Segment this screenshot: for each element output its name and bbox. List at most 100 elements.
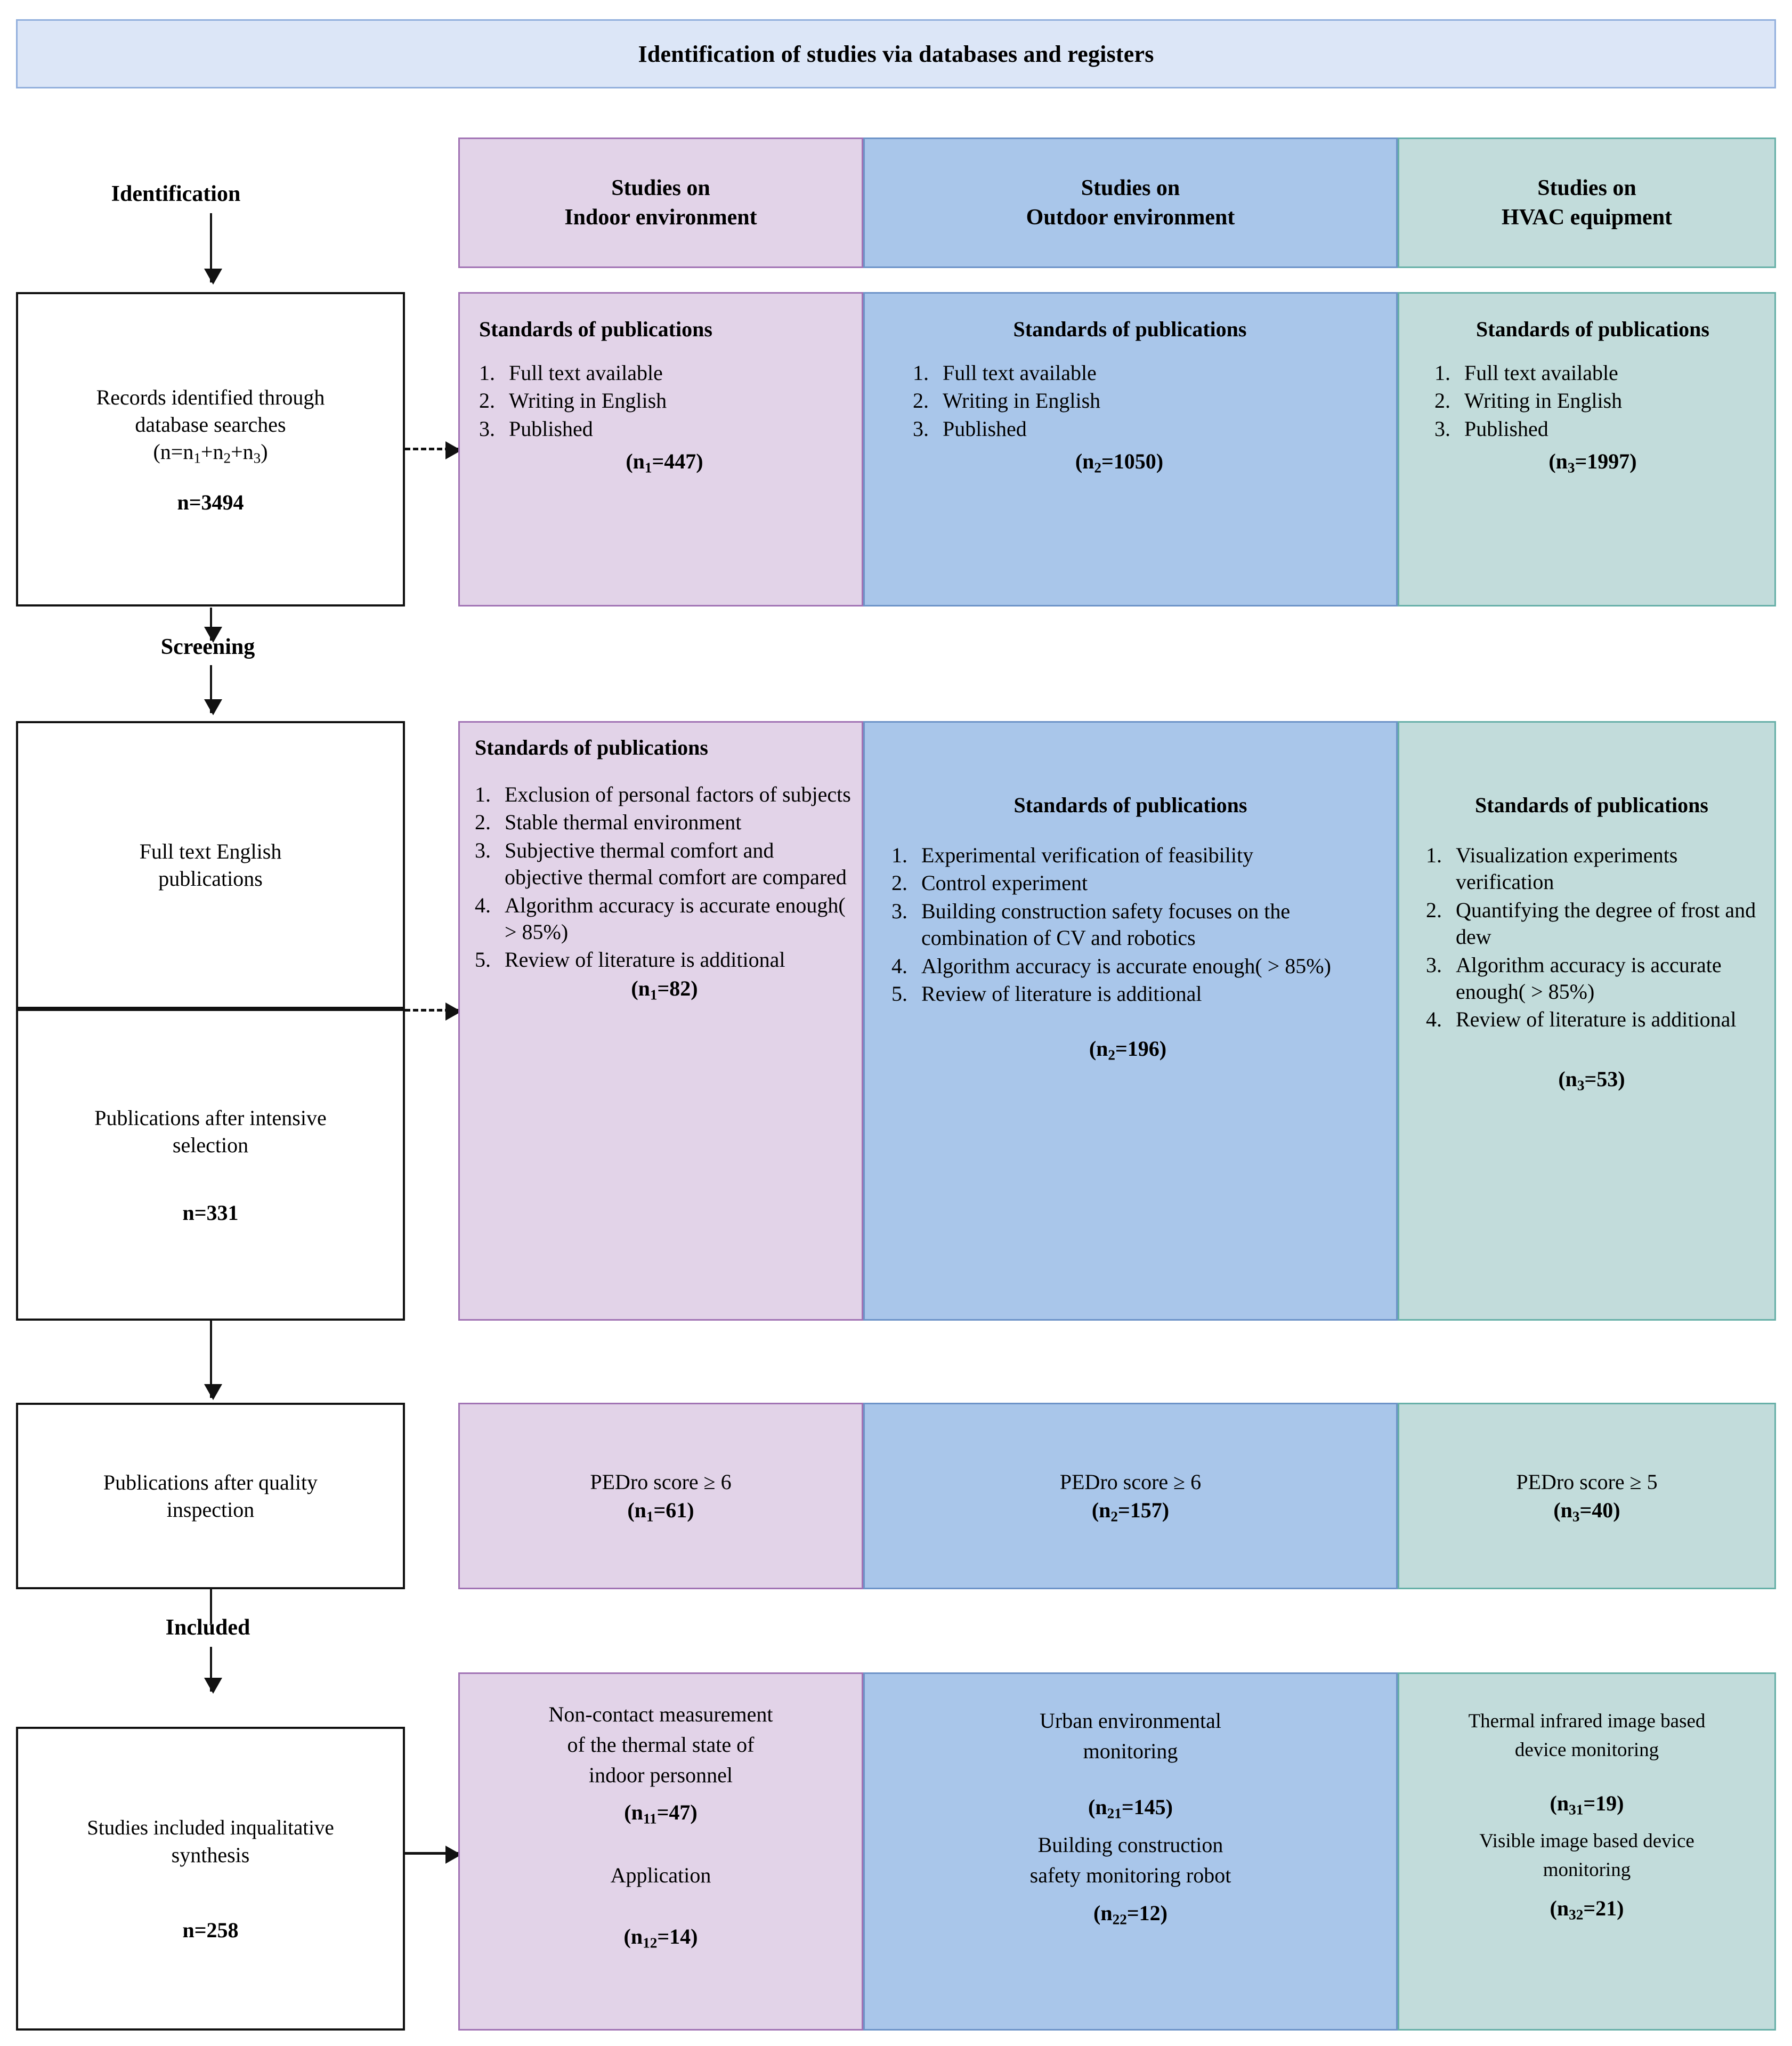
list-item: 1.Full text available [1434, 361, 1618, 385]
row4-outdoor-total1: (n21=145) [1088, 1794, 1173, 1822]
box-synthesis-line2: synthesis [171, 1842, 250, 1867]
row4-hvac-total1: (n31=19) [1550, 1791, 1624, 1818]
panel-row3-outdoor: PEDro score ≥ 6 (n2=157) [863, 1403, 1398, 1589]
list-item: 1.Full text available [479, 361, 663, 385]
row3-indoor-score: PEDro score ≥ 6 [590, 1469, 732, 1494]
box-records-formula: (n=n1+n2+n3) [153, 439, 268, 466]
panel-row1-indoor: Standards of publications 1.Full text av… [458, 292, 863, 606]
row2-outdoor-list: 1.Experimental verification of feasibili… [891, 842, 1391, 1008]
box-full-text-english: Full text English publications [16, 721, 405, 1009]
panel-row4-outdoor: Urban environmental monitoring (n21=145)… [863, 1672, 1398, 2031]
panel-row3-indoor: PEDro score ≥ 6 (n1=61) [458, 1403, 863, 1589]
column-header-indoor-line2: Indoor environment [564, 205, 757, 230]
row1-indoor-list: 1.Full text available 2.Writing in Engli… [479, 360, 850, 443]
list-item: 5.Review of literature is additional [891, 981, 1202, 1006]
list-item: 1.Exclusion of personal factors of subje… [475, 782, 851, 806]
box-synthesis-total: n=258 [182, 1918, 239, 1943]
arrow-screening-stub [204, 608, 222, 643]
row1-hvac-list: 1.Full text available 2.Writing in Engli… [1418, 360, 1767, 443]
list-item: 5.Review of literature is additional [475, 948, 785, 972]
stage-label-included: Included [165, 1615, 250, 1640]
panel-row2-indoor: Standards of publications 1.Exclusion of… [458, 721, 863, 1321]
box-fulltext-line1: Full text English [139, 839, 282, 863]
box-intensive-line1: Publications after intensive [94, 1105, 327, 1130]
stage-label-identification: Identification [111, 182, 241, 206]
row1-indoor-title: Standards of publications [479, 317, 712, 341]
list-item: 3.Building construction safety focuses o… [891, 899, 1291, 950]
row4-indoor-total2: (n12=14) [623, 1924, 698, 1951]
arrow-screening-to-row2 [405, 1002, 461, 1021]
row3-outdoor-score: PEDro score ≥ 6 [1059, 1469, 1202, 1494]
row3-outdoor-total: (n2=157) [1091, 1498, 1170, 1525]
row2-indoor-list: 1.Exclusion of personal factors of subje… [475, 781, 854, 975]
list-item: 2.Writing in English [479, 389, 667, 413]
box-quality-line2: inspection [166, 1498, 255, 1522]
list-item: 3.Subjective thermal comfort and objecti… [475, 838, 847, 889]
arrow-to-quality [204, 1321, 222, 1400]
list-item: 1.Full text available [913, 361, 1097, 385]
row1-outdoor-list: 1.Full text available 2.Writing in Engli… [913, 360, 1384, 443]
list-item: 4.Review of literature is additional [1426, 1007, 1737, 1032]
list-item: 2.Stable thermal environment [475, 810, 742, 835]
column-header-indoor-line1: Studies on [611, 175, 710, 200]
arrow-identification-down [204, 213, 222, 285]
panel-row4-hvac: Thermal infrared image based device moni… [1398, 1672, 1776, 2031]
row4-outdoor-text2: Building construction safety monitoring … [1029, 1833, 1231, 1887]
list-item: 2.Writing in English [1434, 389, 1623, 413]
box-fulltext-line2: publications [158, 867, 263, 891]
list-item: 4.Algorithm accuracy is accurate enough(… [891, 953, 1331, 978]
column-header-indoor: Studies on Indoor environment [458, 138, 863, 268]
box-intensive-line2: selection [172, 1133, 249, 1157]
panel-row4-indoor: Non-contact measurement of the thermal s… [458, 1672, 863, 2031]
box-records-identified: Records identified through database sear… [16, 292, 405, 606]
panel-row3-hvac: PEDro score ≥ 5 (n3=40) [1398, 1403, 1776, 1589]
row4-indoor-text1: Non-contact measurement of the thermal s… [548, 1702, 773, 1787]
row2-indoor-total: (n1=82) [631, 976, 698, 1003]
row1-hvac-total: (n3=1997) [1548, 449, 1637, 476]
column-header-outdoor-line2: Outdoor environment [1026, 205, 1235, 230]
banner-title: Identification of studies via databases … [638, 41, 1154, 67]
panel-row1-outdoor: Standards of publications 1.Full text av… [863, 292, 1398, 606]
row4-hvac-total2: (n32=21) [1550, 1896, 1624, 1923]
row2-outdoor-total: (n2=196) [1089, 1037, 1167, 1063]
box-quality-line1: Publications after quality [103, 1470, 318, 1494]
row2-hvac-list: 1.Visualization experiments verification… [1412, 842, 1771, 1034]
column-header-hvac: Studies on HVAC equipment [1398, 138, 1776, 268]
box-intensive-total: n=331 [182, 1201, 239, 1225]
row4-indoor-text2: Application [610, 1863, 711, 1887]
panel-row2-outdoor: Standards of publications 1.Experimental… [863, 721, 1398, 1321]
arrow-included-stub [210, 1589, 212, 1624]
arrow-included-down [204, 1647, 222, 1694]
list-item: 1.Experimental verification of feasibili… [891, 843, 1254, 867]
list-item: 1.Visualization experiments verification [1426, 843, 1678, 894]
column-header-hvac-line1: Studies on [1537, 175, 1636, 200]
diagram-banner: Identification of studies via databases … [16, 19, 1776, 88]
arrow-records-to-row1 [405, 441, 461, 459]
list-item: 2.Quantifying the degree of frost and de… [1426, 897, 1756, 949]
panel-row1-hvac: Standards of publications 1.Full text av… [1398, 292, 1776, 606]
row4-hvac-text2: Visible image based device monitoring [1479, 1830, 1694, 1881]
list-item: 2.Control experiment [891, 871, 1088, 895]
box-synthesis-line1: Studies included inqualitative [87, 1816, 334, 1839]
row2-hvac-total: (n3=53) [1558, 1066, 1625, 1094]
list-item: 2.Writing in English [913, 389, 1101, 413]
row3-indoor-total: (n1=61) [627, 1498, 694, 1525]
list-item: 4.Algorithm accuracy is accurate enough(… [475, 893, 846, 944]
row4-outdoor-text1: Urban environmental monitoring [1040, 1709, 1221, 1763]
row3-hvac-total: (n3=40) [1553, 1498, 1620, 1525]
row2-hvac-title: Standards of publications [1475, 793, 1708, 817]
box-records-total: n=3494 [177, 490, 244, 515]
row1-indoor-total: (n1=447) [626, 449, 703, 476]
list-item: 3.Published [913, 416, 1027, 441]
box-studies-included-synthesis: Studies included inqualitative synthesis… [16, 1727, 405, 2031]
panel-row2-hvac: Standards of publications 1.Visualizatio… [1398, 721, 1776, 1321]
stage-label-screening: Screening [160, 635, 255, 659]
list-item: 3.Published [1434, 416, 1548, 441]
column-header-hvac-line2: HVAC equipment [1501, 205, 1673, 230]
row4-indoor-total1: (n11=47) [624, 1800, 698, 1827]
row1-outdoor-total: (n2=1050) [1075, 449, 1164, 476]
box-records-line1: Records identified through [96, 385, 325, 409]
column-header-outdoor-line1: Studies on [1081, 175, 1180, 200]
row1-outdoor-title: Standards of publications [1013, 317, 1247, 341]
row2-outdoor-title: Standards of publications [1013, 793, 1247, 817]
